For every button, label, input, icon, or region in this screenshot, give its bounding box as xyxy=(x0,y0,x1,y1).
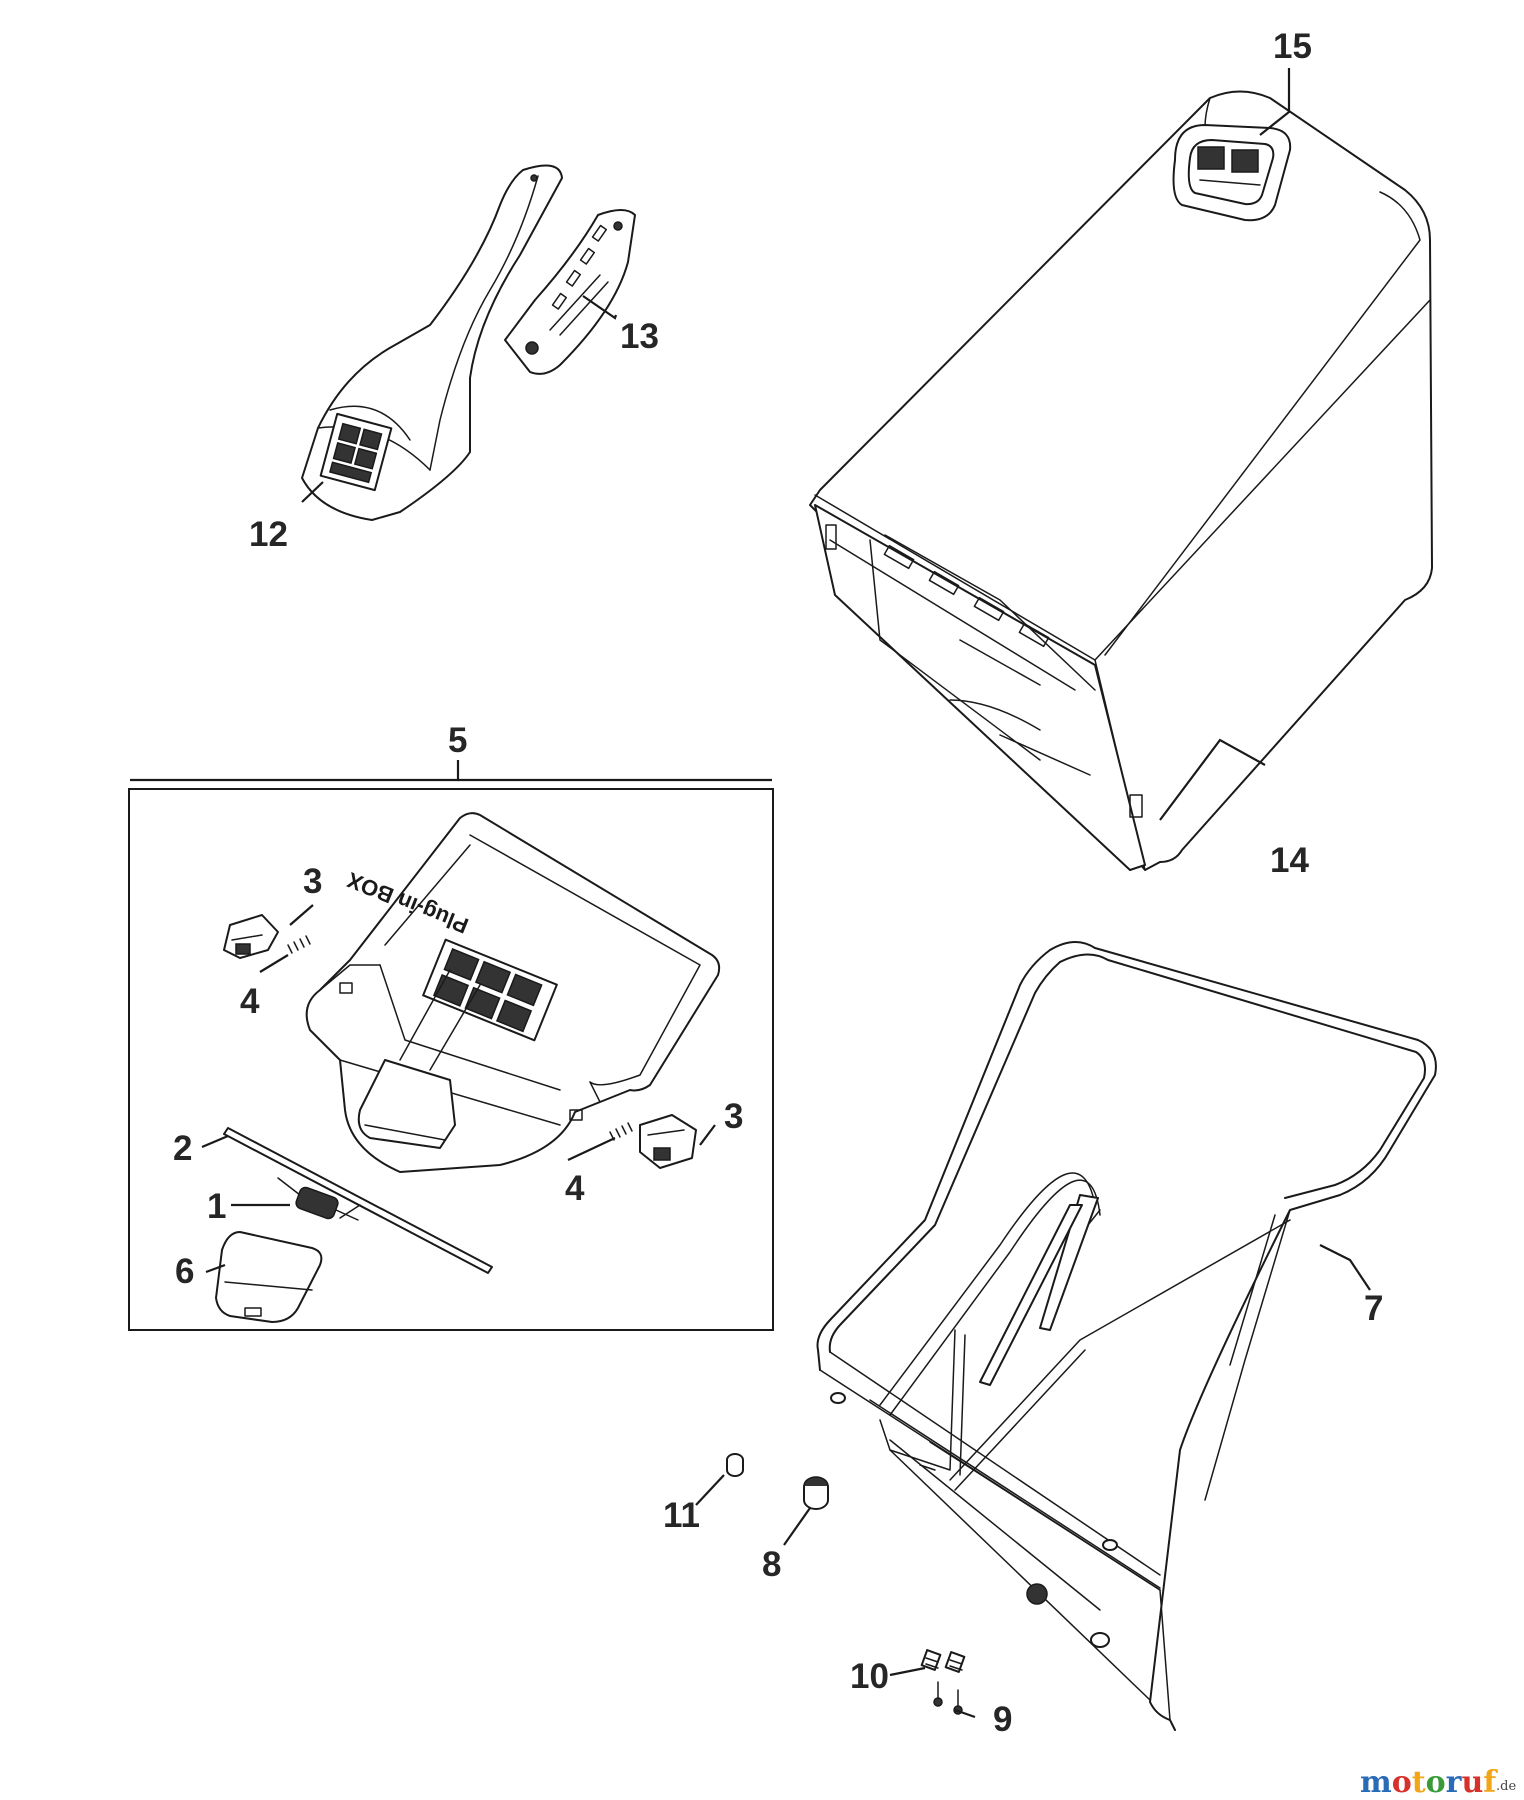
callout-6: 6 xyxy=(175,1252,194,1291)
callout-13: 13 xyxy=(620,317,659,356)
part-8-bushing xyxy=(803,1476,829,1510)
part-4-spring-left xyxy=(287,935,311,954)
wm-letter: f xyxy=(1483,1765,1498,1800)
callout-14: 14 xyxy=(1270,841,1309,880)
wm-letter: o xyxy=(1392,1765,1412,1800)
callout-10: 10 xyxy=(850,1657,889,1696)
part-14-grass-box xyxy=(809,90,1433,871)
part-10-clips xyxy=(920,1649,966,1673)
wm-letter: o xyxy=(1426,1765,1446,1800)
callout-2: 2 xyxy=(173,1129,192,1168)
part-11-bushing xyxy=(726,1453,744,1477)
leader-lines xyxy=(130,68,1371,1719)
part-12-chute-handle xyxy=(301,164,563,521)
svg-text:motoruf: motoruf xyxy=(1360,1765,1498,1800)
callout-3-right: 3 xyxy=(724,1097,743,1136)
callout-15: 15 xyxy=(1273,27,1312,66)
part-13-grip-strip xyxy=(504,209,636,375)
callout-7: 7 xyxy=(1364,1289,1383,1328)
callout-4-left: 4 xyxy=(240,982,260,1021)
part-3-latch-left xyxy=(223,914,279,959)
wm-letter: m xyxy=(1360,1765,1392,1800)
callout-5: 5 xyxy=(448,721,467,760)
callout-3-left: 3 xyxy=(303,862,322,901)
plug-in-box-flap: Plug-in BOX xyxy=(305,812,721,1173)
callout-8: 8 xyxy=(762,1545,781,1584)
wm-suffix: .de xyxy=(1496,1779,1516,1794)
wm-letter: u xyxy=(1461,1765,1483,1800)
part-2-rod xyxy=(223,1127,493,1274)
part-7-wire-frame xyxy=(816,941,1437,1731)
part-6-cover-plate xyxy=(215,1231,323,1323)
part-1-torsion-spring xyxy=(277,1177,361,1221)
flap-decal xyxy=(422,938,558,1042)
callout-9: 9 xyxy=(993,1700,1012,1739)
part-5-assembly-frame xyxy=(128,788,774,1331)
motoruf-watermark: motoruf .de xyxy=(1360,1765,1516,1800)
wm-letter: r xyxy=(1446,1765,1463,1800)
part-15-box-handle xyxy=(1172,124,1292,222)
callout-4-right: 4 xyxy=(565,1169,585,1208)
callout-12: 12 xyxy=(249,515,288,554)
callout-11: 11 xyxy=(663,1496,700,1535)
callout-1: 1 xyxy=(207,1187,226,1226)
part-12-decal xyxy=(319,412,393,492)
part-4-spring-right xyxy=(609,1122,633,1141)
wm-letter: t xyxy=(1412,1765,1426,1800)
part-3-latch-right xyxy=(639,1114,697,1169)
part-9-screws xyxy=(933,1681,963,1715)
